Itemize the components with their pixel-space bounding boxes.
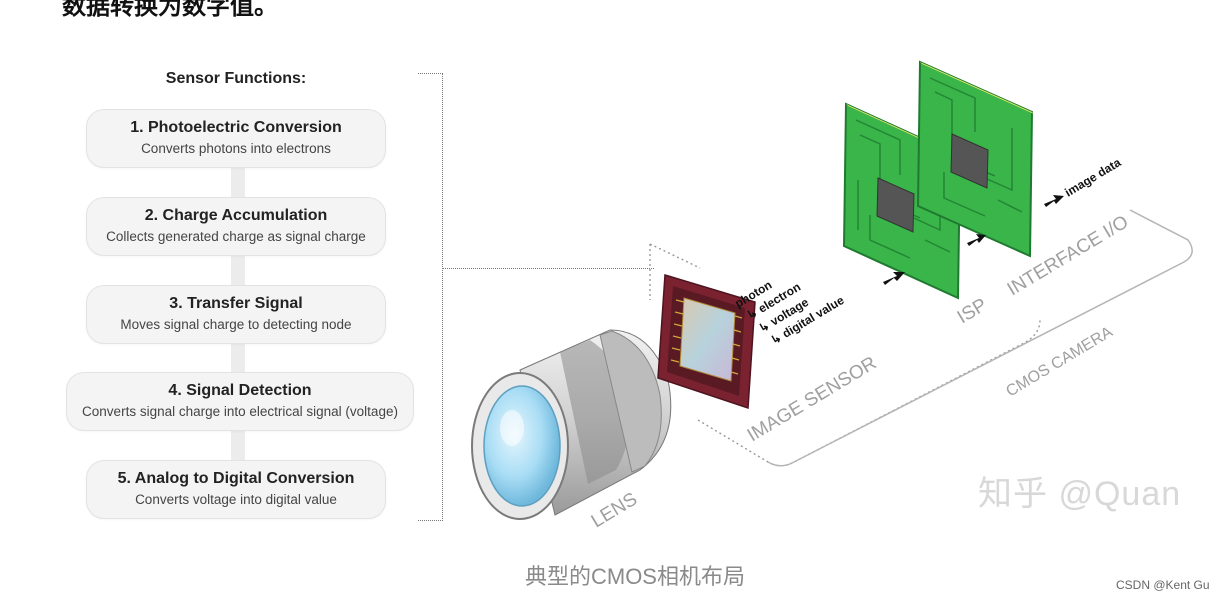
sensor-step-3: 3. Transfer Signal Moves signal charge t… (86, 285, 386, 344)
step-subtitle: Converts photons into electrons (141, 141, 331, 156)
arrow-icon (883, 272, 905, 285)
arrow-icon (1044, 195, 1064, 207)
top-heading: 数据转换为数字值。 (62, 0, 278, 20)
sensor-step-1: 1. Photoelectric Conversion Converts pho… (86, 109, 386, 168)
sensor-bracket (418, 73, 443, 521)
step-subtitle: Collects generated charge as signal char… (106, 229, 366, 244)
step-title: 3. Transfer Signal (169, 295, 303, 312)
lens-label: LENS (588, 489, 641, 533)
arrow-icon (967, 234, 986, 246)
isp-label: ISP (954, 295, 991, 329)
zhihu-watermark: 知乎 @Quan (978, 475, 1182, 513)
cmos-camera-outline (767, 209, 1193, 467)
step-connector (231, 166, 245, 199)
step-subtitle: Converts voltage into digital value (135, 492, 337, 507)
sensor-step-4: 4. Signal Detection Converts signal char… (66, 372, 414, 431)
signal-arrows (883, 195, 1064, 285)
cmos-camera-label: CMOS CAMERA (1003, 323, 1116, 400)
sensor-functions-title: Sensor Functions: (165, 70, 307, 87)
step-title: 2. Charge Accumulation (144, 207, 328, 224)
step-subtitle: Moves signal charge to detecting node (120, 317, 352, 332)
image-sensor-label: IMAGE SENSOR (744, 353, 881, 447)
image-data-label: image data (1062, 155, 1123, 199)
step-title: 1. Photoelectric Conversion (130, 119, 342, 136)
image-sensor-chip (657, 274, 756, 410)
sensor-step-5: 5. Analog to Digital Conversion Converts… (86, 460, 386, 519)
step-connector (231, 429, 245, 462)
lens-illustration (471, 329, 672, 520)
csdn-credit: CSDN @Kent Gu (1116, 578, 1210, 592)
step-title: 5. Analog to Digital Conversion (117, 470, 355, 487)
interface-io-board (916, 60, 1034, 258)
step-title: 4. Signal Detection (168, 382, 312, 399)
step-subtitle: Converts signal charge into electrical s… (82, 404, 398, 419)
figure-caption: 典型的CMOS相机布局 (524, 564, 745, 589)
step-connector (231, 254, 245, 287)
sensor-step-2: 2. Charge Accumulation Collects generate… (86, 197, 386, 256)
step-connector (231, 341, 245, 374)
bracket-connector-line (442, 268, 654, 269)
